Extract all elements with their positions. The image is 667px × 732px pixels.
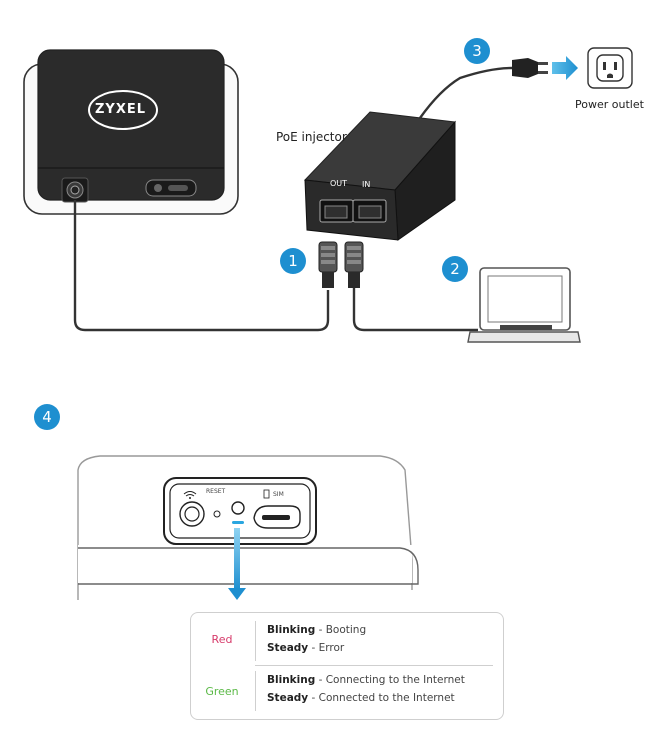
led-color-red: Red [211,633,233,646]
state-text: Blinking [267,624,316,636]
step-badge-4: 4 [34,404,60,430]
sim-label: SIM [273,491,284,498]
step-badge-2: 2 [442,256,468,282]
laptop-icon [467,267,581,343]
power-plug [512,58,548,78]
arrow-to-outlet [552,56,578,80]
power-outlet-icon [587,47,633,89]
reset-label: RESET [206,488,226,495]
state-text: Blinking [267,674,316,686]
brand-logo-text: ZYXEL [95,102,147,117]
led-color-green: Green [205,685,239,698]
zyxel-device [23,49,239,215]
ethernet-connector-out [318,241,338,288]
poe-injector [303,111,457,241]
power-outlet-label: Power outlet [575,98,644,111]
led-row-green: Green Blinking - Connecting to the Inter… [191,665,503,717]
led-row-red: Red Blinking - Booting Steady - Error [191,613,503,665]
state-text: Steady [267,642,309,654]
led-line-red-2: Steady - Error [267,642,345,654]
arrow-to-led-table [228,528,246,600]
port-out-label: OUT [330,179,348,188]
step-badge-1: 1 [280,248,306,274]
device-closeup [77,455,419,600]
state-text: Steady [267,692,309,704]
power-cord [419,66,513,119]
cable-device-to-injector [73,200,330,332]
led-status-table: Red Blinking - Booting Steady - Error Gr… [190,612,504,720]
port-in-label: IN [362,180,371,189]
meaning-text: Booting [325,624,367,636]
table-divider [255,665,493,666]
meaning-text: Connecting to the Internet [325,674,465,686]
cable-injector-to-laptop [352,288,478,332]
poe-injector-label: PoE injector [276,130,347,144]
led-line-green-1: Blinking - Connecting to the Internet [267,674,465,686]
step-badge-3: 3 [464,38,490,64]
led-line-green-2: Steady - Connected to the Internet [267,692,455,704]
meaning-text: Connected to the Internet [318,692,455,704]
ethernet-connector-in [344,241,364,288]
led-line-red-1: Blinking - Booting [267,624,367,636]
meaning-text: Error [318,642,345,654]
